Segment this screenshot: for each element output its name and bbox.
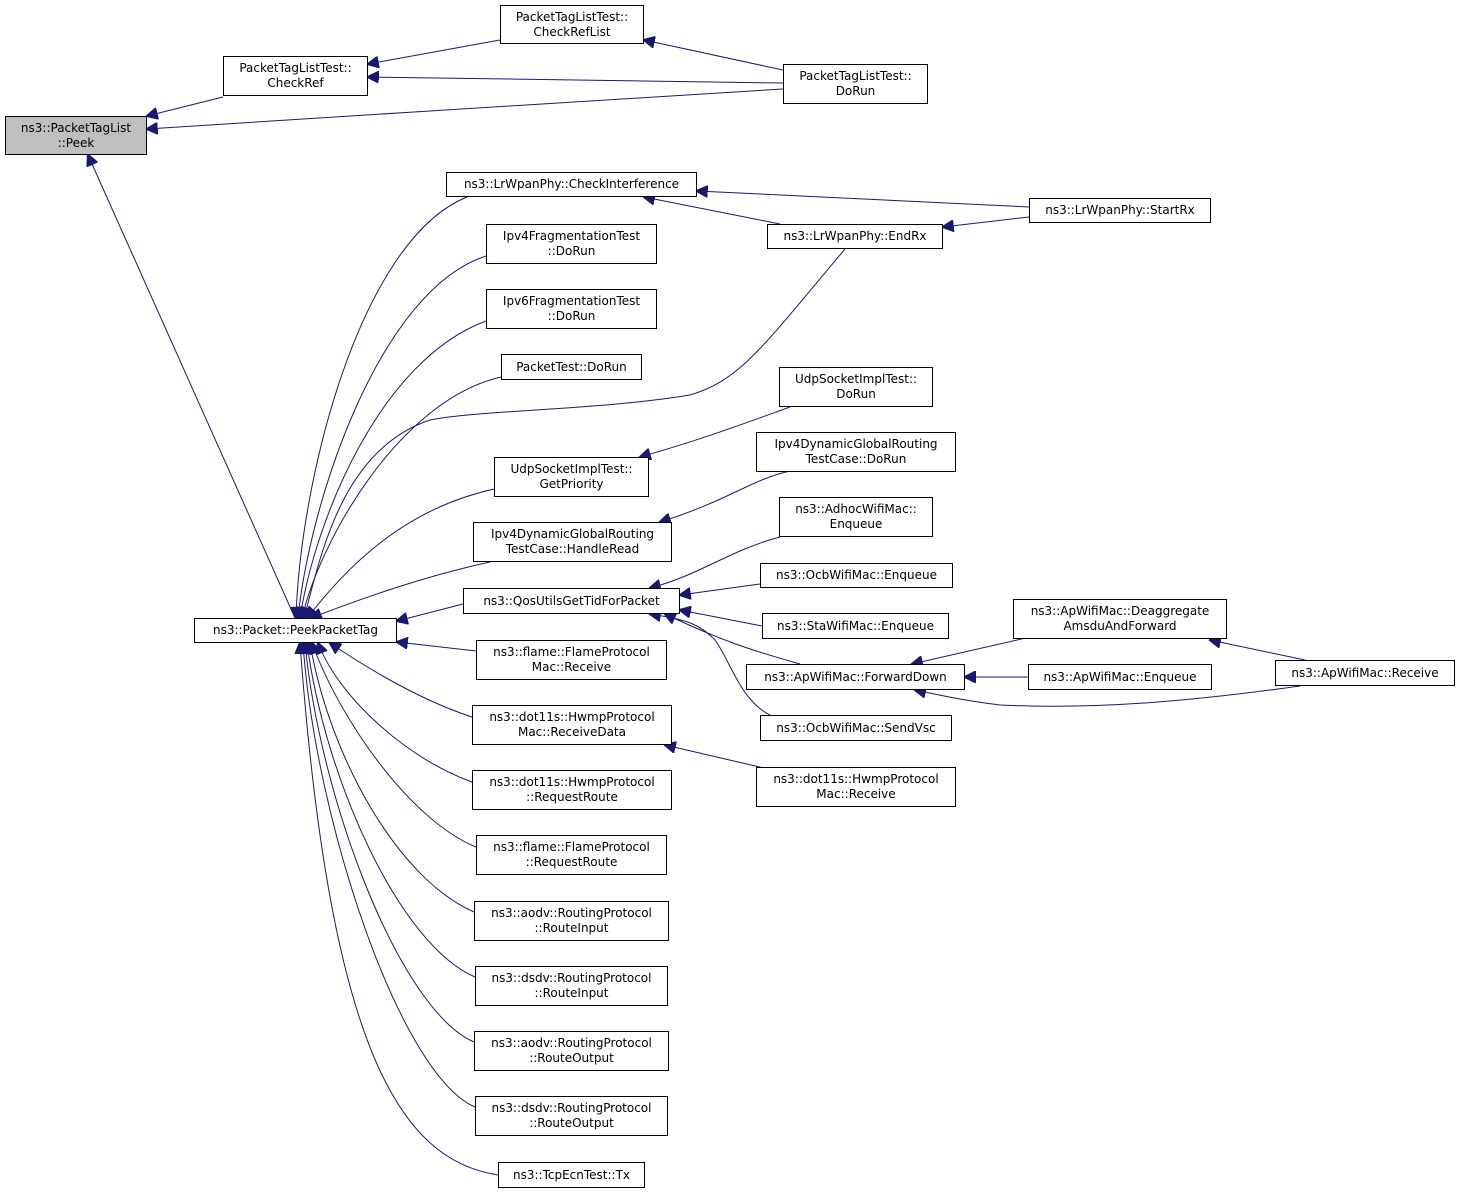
edge-peekpackettag-to-peek: [88, 155, 296, 619]
node-lrwpanphy-checkinterference[interactable]: ns3::LrWpanPhy::CheckInterference: [446, 172, 697, 197]
node-ocbwifimac-sendvsc[interactable]: ns3::OcbWifiMac::SendVsc: [760, 715, 952, 741]
edge-staenq-to-qosutils: [680, 610, 763, 627]
edge-startrx-to-checkinterference: [697, 191, 1030, 208]
edge-ipv6frag-to-peekpackettag: [300, 320, 487, 618]
node-packettaglisttest-dorun[interactable]: PacketTagListTest:: DoRun: [783, 64, 928, 104]
edge-tcpecn-to-peekpackettag: [300, 643, 499, 1176]
node-ocbwifimac-enqueue[interactable]: ns3::OcbWifiMac::Enqueue: [760, 563, 953, 588]
edge-aprecv-to-apdeagg: [1210, 640, 1306, 661]
node-lrwpanphy-startrx[interactable]: ns3::LrWpanPhy::StartRx: [1029, 198, 1211, 223]
node-tcpecntest-tx[interactable]: ns3::TcpEcnTest::Tx: [498, 1162, 645, 1188]
node-flameprotocol-requestroute[interactable]: ns3::flame::FlameProtocol ::RequestRoute: [476, 835, 667, 875]
node-packettest-dorun[interactable]: PacketTest::DoRun: [501, 354, 642, 380]
node-aodv-routeoutput[interactable]: ns3::aodv::RoutingProtocol ::RouteOutput: [474, 1031, 669, 1071]
edge-flamereqroute-to-peekpackettag: [312, 643, 477, 848]
edge-ipv4frag-to-peekpackettag: [298, 255, 487, 618]
node-ipv4dynamicglobalrouting-dorun[interactable]: Ipv4DynamicGlobalRouting TestCase::DoRun: [756, 432, 956, 472]
edge-dsdvinput-to-peekpackettag: [307, 643, 476, 978]
node-hwmpprotocolmac-receive[interactable]: ns3::dot11s::HwmpProtocol Mac::Receive: [756, 767, 956, 807]
node-adhocwifimac-enqueue[interactable]: ns3::AdhocWifiMac:: Enqueue: [779, 497, 933, 537]
edge-aodvinput-to-peekpackettag: [310, 643, 475, 913]
edge-ipv4dyndorun-to-ipv4dynhandle: [660, 470, 791, 522]
edge-dsdvoutput-to-peekpackettag: [303, 643, 476, 1108]
node-hwmpprotocolmac-receivedata[interactable]: ns3::dot11s::HwmpProtocol Mac::ReceiveDa…: [472, 705, 672, 745]
edge-aprecv-to-apfwd: [915, 686, 1301, 707]
node-udpsocketimpltest-dorun[interactable]: UdpSocketImplTest:: DoRun: [779, 367, 933, 407]
edge-checkref-to-peek: [147, 96, 224, 116]
node-dsdv-routeinput[interactable]: ns3::dsdv::RoutingProtocol ::RouteInput: [475, 966, 668, 1006]
node-lrwpanphy-endrx[interactable]: ns3::LrWpanPhy::EndRx: [767, 224, 943, 249]
edge-packettest-to-peekpackettag: [302, 376, 502, 618]
edge-dorun-to-checkref: [368, 77, 784, 84]
edge-flamerecv-to-peekpackettag: [397, 642, 477, 652]
edge-hwmprecvdata-to-peekpackettag: [330, 643, 473, 718]
edge-ocbsendvsc-to-qosutils: [650, 614, 771, 716]
node-packettaglisttest-checkreflist[interactable]: PacketTagListTest:: CheckRefList: [500, 5, 644, 44]
edge-endrx-to-peekpackettag: [304, 248, 846, 618]
node-packet-peekpackettag[interactable]: ns3::Packet::PeekPacketTag: [194, 618, 397, 643]
edge-dorun-to-checkreflist: [644, 40, 784, 71]
edge-checkinterference-to-peekpackettag: [296, 196, 468, 618]
node-packettaglist-peek[interactable]: ns3::PacketTagList ::Peek: [5, 116, 147, 155]
node-qosutilsgettidforpacket[interactable]: ns3::QosUtilsGetTidForPacket: [463, 588, 680, 614]
edge-udpdorun-to-udpgetprio: [640, 406, 791, 457]
node-hwmpprotocol-requestroute[interactable]: ns3::dot11s::HwmpProtocol ::RequestRoute: [472, 770, 672, 810]
edge-ipv4dynhandle-to-peekpackettag: [311, 561, 491, 618]
edge-checkreflist-to-checkref: [368, 39, 501, 64]
edge-apdeagg-to-apfwd: [912, 636, 1031, 664]
node-apwifimac-forwarddown[interactable]: ns3::ApWifiMac::ForwardDown: [746, 664, 965, 690]
edge-qosutils-to-peekpackettag: [397, 603, 464, 621]
edge-endrx-to-checkinterference: [644, 197, 781, 225]
node-dsdv-routeoutput[interactable]: ns3::dsdv::RoutingProtocol ::RouteOutput: [475, 1096, 668, 1136]
node-aodv-routeinput[interactable]: ns3::aodv::RoutingProtocol ::RouteInput: [474, 901, 669, 941]
node-packettaglisttest-checkref[interactable]: PacketTagListTest:: CheckRef: [223, 56, 368, 96]
edge-udpgetprio-to-peekpackettag: [307, 488, 495, 618]
edge-hwmpreqroute-to-peekpackettag: [318, 643, 473, 783]
edge-ocbenq-to-qosutils: [680, 583, 761, 595]
node-apwifimac-enqueue[interactable]: ns3::ApWifiMac::Enqueue: [1028, 664, 1212, 690]
node-udpsocketimpltest-getpriority[interactable]: UdpSocketImplTest:: GetPriority: [494, 457, 649, 497]
node-stawifimac-enqueue[interactable]: ns3::StaWifiMac::Enqueue: [762, 613, 949, 639]
node-apwifimac-receive[interactable]: ns3::ApWifiMac::Receive: [1275, 660, 1455, 686]
node-ipv4fragmentationtest-dorun[interactable]: Ipv4FragmentationTest ::DoRun: [486, 224, 657, 264]
node-flameprotocolmac-receive[interactable]: ns3::flame::FlameProtocol Mac::Receive: [476, 640, 667, 680]
edge-dorun-to-peek: [147, 88, 784, 129]
edge-aodvoutput-to-peekpackettag: [305, 643, 475, 1043]
edge-startrx-to-endrx: [943, 216, 1030, 227]
edge-apfwd-to-qosutils: [665, 614, 801, 665]
node-ipv6fragmentationtest-dorun[interactable]: Ipv6FragmentationTest ::DoRun: [486, 289, 657, 329]
edge-adhocenq-to-qosutils: [650, 536, 781, 588]
node-ipv4dynamicglobalrouting-handleread[interactable]: Ipv4DynamicGlobalRouting TestCase::Handl…: [473, 522, 672, 562]
node-apwifimac-deaggregateamsduandforward[interactable]: ns3::ApWifiMac::Deaggregate AmsduAndForw…: [1013, 599, 1227, 639]
edge-hwmprecv-to-hwmprecvdata: [665, 745, 765, 769]
